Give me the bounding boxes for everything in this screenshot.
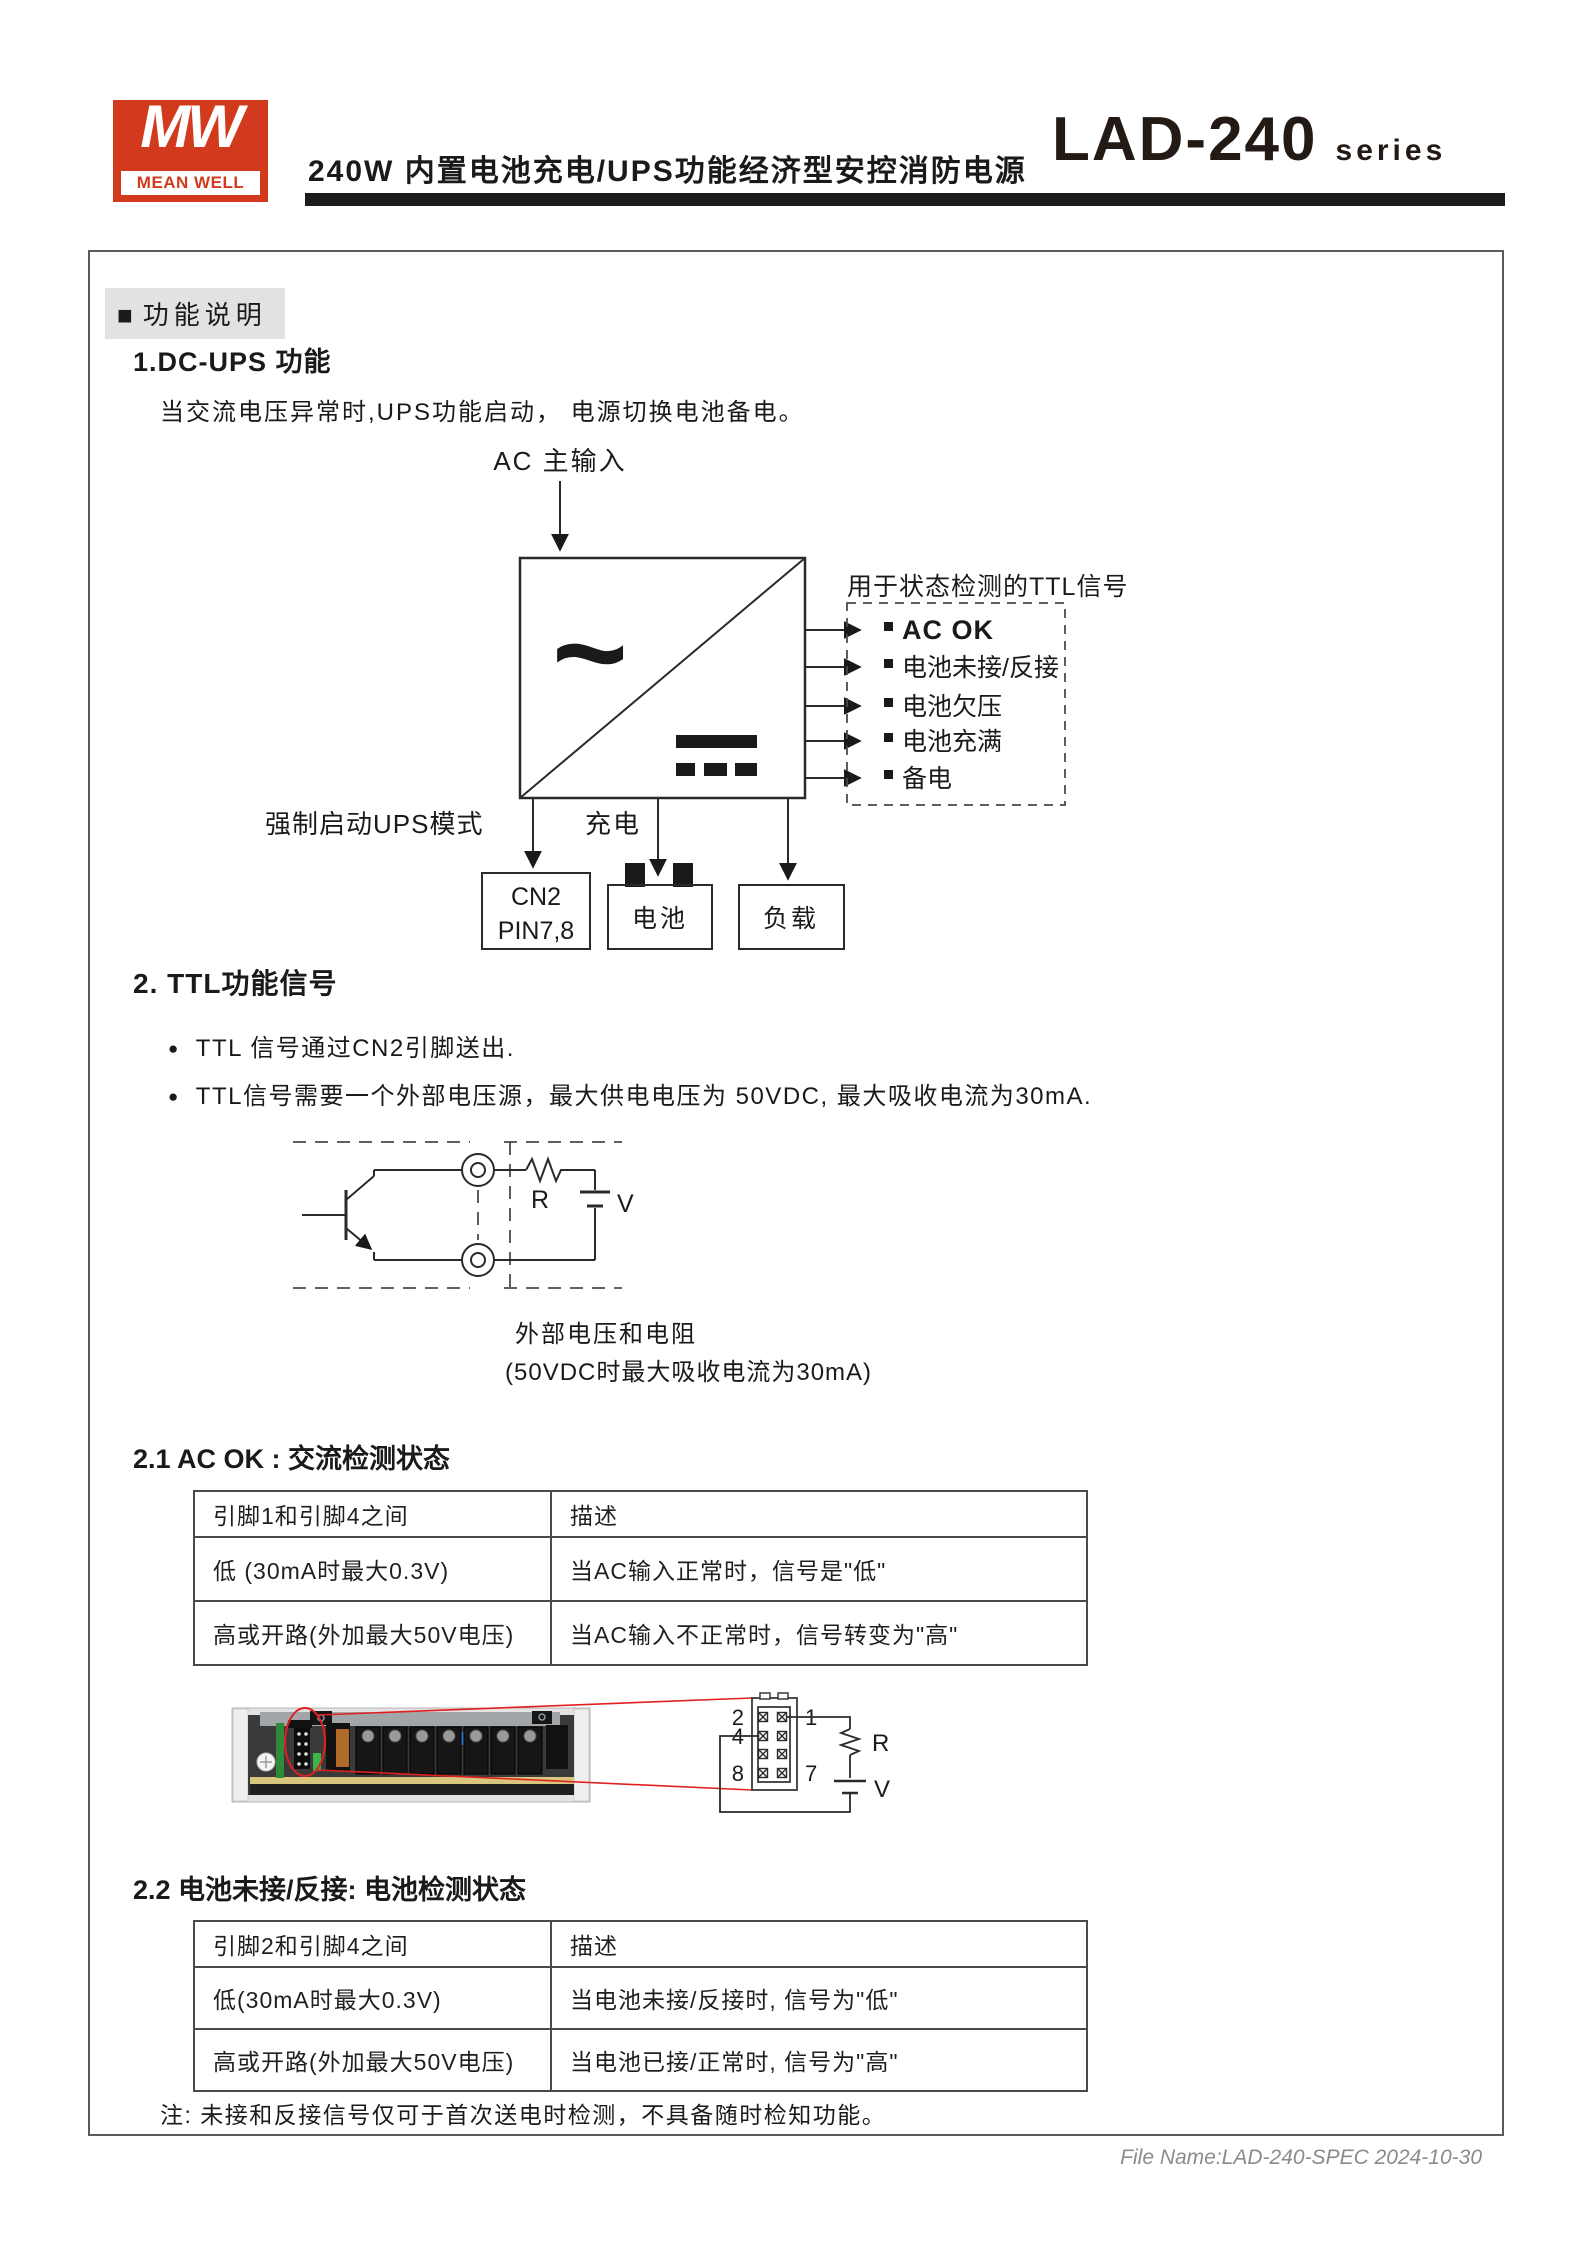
load-box: [738, 884, 845, 950]
terminal-blocks: [355, 1726, 543, 1775]
ac-input-label: AC 主输入: [493, 446, 626, 476]
logo-mw-icon: MW: [140, 93, 244, 160]
circuit-caption-2: (50VDC时最大吸收电流为30mA): [505, 1359, 872, 1386]
cn2-box: [481, 872, 591, 950]
battery-label: 电池: [632, 905, 688, 933]
table-header-cell: 描述: [550, 1490, 1088, 1538]
charge-label: 充电: [585, 809, 641, 839]
dcups-block-diagram: AC 主输入 ~ 用于状态检测的TTL信号 AC OK 电池未接/反接: [265, 446, 1128, 950]
table-cell: 低 (30mA时最大0.3V): [193, 1536, 552, 1602]
function-description-heading: ■ 功能说明: [105, 288, 285, 339]
psu-photo: [231, 1707, 591, 1803]
pinout-circuit-wires: [719, 1716, 866, 1813]
bottom-arrows: [524, 798, 797, 881]
connector-terminal-icons: [461, 1153, 495, 1277]
ttl-dashed-box: [846, 602, 1066, 806]
ttl-item-battery-low: 电池欠压: [902, 693, 1002, 721]
battery-box: 电池: [607, 863, 713, 950]
ttl-signal-list: AC OK 电池未接/反接 电池欠压 电池充满 备电: [884, 615, 1059, 793]
battery-detect-table: 引脚2和引脚4之间 描述 低(30mA时最大0.3V) 当电池未接/反接时, 信…: [193, 1920, 1088, 2092]
circuit-dashed-boundaries: [293, 1141, 622, 1289]
logo-brand-name: MEAN WELL: [121, 171, 260, 195]
series-label: series: [1335, 134, 1447, 167]
bullet-2-text: TTL信号需要一个外部电压源，最大供电电压为 50VDC, 最大吸收电流为30m…: [195, 1083, 1093, 1110]
header-rule: [305, 193, 1505, 206]
circuit-caption-1: 外部电压和电阻: [515, 1321, 697, 1348]
series-title: LAD-240 series: [1052, 104, 1446, 175]
pin-grid: [757, 1711, 788, 1779]
section2-bullet-2: ● TTL信号需要一个外部电压源，最大供电电压为 50VDC, 最大吸收电流为30…: [168, 1076, 1092, 1111]
ttl-output-arrows: [805, 621, 862, 787]
voltage-label: V: [617, 1190, 634, 1218]
bullet-dot-icon: ●: [168, 1087, 180, 1106]
section22-heading: 2.2 电池未接/反接: 电池检测状态: [133, 1875, 527, 1905]
table-header-row: 引脚1和引脚4之间 描述: [193, 1490, 1088, 1538]
table-header-row: 引脚2和引脚4之间 描述: [193, 1920, 1088, 1968]
ttl-circuit-diagram: R V 外部电压和电阻 (50VDC时最大吸收电流为30mA): [293, 1141, 872, 1386]
converter-box: [518, 556, 807, 800]
section1-paragraph: 当交流电压异常时,UPS功能启动， 电源切换电池备电。: [160, 399, 805, 426]
table-cell: 当AC输入正常时，信号是"低": [550, 1536, 1088, 1602]
table-row: 高或开路(外加最大50V电压) 当电池已接/正常时, 信号为"高": [193, 2028, 1088, 2092]
converter-diagonal: [519, 557, 806, 799]
table-row: 低 (30mA时最大0.3V) 当AC输入正常时，信号是"低": [193, 1536, 1088, 1602]
pin-8-label: 8: [732, 1761, 744, 1786]
dc-symbol: [676, 735, 757, 776]
circuit-wires: [374, 1156, 610, 1261]
ttl-item-ac-ok: AC OK: [902, 615, 994, 645]
square-bullet-icon: ■: [117, 300, 133, 330]
page-title: 240W 内置电池充电/UPS功能经济型安控消防电源: [308, 155, 1027, 188]
cn2-callout: [284, 1697, 753, 1791]
ttl-status-label: 用于状态检测的TTL信号: [847, 573, 1128, 601]
transistor-icon: [302, 1170, 375, 1260]
table-cell: 高或开路(外加最大50V电压): [193, 1600, 552, 1666]
pin-2-label: 2: [732, 1705, 744, 1730]
bullet-1-text: TTL 信号通过CN2引脚送出.: [195, 1035, 515, 1062]
section21-heading: 2.1 AC OK : 交流检测状态: [133, 1444, 451, 1474]
table-cell: 当电池已接/正常时, 信号为"高": [550, 2028, 1088, 2092]
table-row: 高或开路(外加最大50V电压) 当AC输入不正常时，信号转变为"高": [193, 1600, 1088, 1666]
table-cell: 高或开路(外加最大50V电压): [193, 2028, 552, 2092]
ttl-item-battery-full: 电池充满: [902, 728, 1002, 756]
table-cell: 当电池未接/反接时, 信号为"低": [550, 1966, 1088, 2030]
section22-note: 注: 未接和反接信号仅可于首次送电时检测，不具备随时检知功能。: [160, 2102, 887, 2128]
force-ups-label: 强制启动UPS模式: [265, 809, 483, 839]
table-header-cell: 引脚2和引脚4之间: [193, 1920, 552, 1968]
resistor-label: R: [531, 1186, 549, 1214]
function-description-label: 功能说明: [142, 300, 267, 330]
ttl-item-battery-open: 电池未接/反接: [902, 654, 1059, 682]
section2-bullet-1: ● TTL 信号通过CN2引脚送出.: [168, 1028, 515, 1063]
cn2-pinout-diagram: 2 4 8 1 7 R V: [719, 1692, 890, 1813]
pinout-voltage-label: V: [874, 1776, 890, 1803]
pin-7-label: 7: [805, 1761, 817, 1786]
pinout-resistor-label: R: [872, 1730, 889, 1757]
ac-ok-table: 引脚1和引脚4之间 描述 低 (30mA时最大0.3V) 当AC输入正常时，信号…: [193, 1490, 1088, 1666]
footer-file-info: File Name:LAD-240-SPEC 2024-10-30: [1120, 2146, 1482, 2169]
psu-photo-and-pinout: 2 4 8 1 7 R V: [231, 1692, 890, 1813]
table-row: 低(30mA时最大0.3V) 当电池未接/反接时, 信号为"低": [193, 1966, 1088, 2030]
section1-heading: 1.DC-UPS 功能: [133, 347, 332, 377]
load-label: 负载: [763, 905, 819, 933]
model-name: LAD-240: [1052, 105, 1318, 174]
ac-symbol: ~: [552, 579, 628, 725]
bullet-dot-icon: ●: [168, 1039, 180, 1058]
section2-heading: 2. TTL功能信号: [133, 968, 338, 999]
table-cell: 低(30mA时最大0.3V): [193, 1966, 552, 2030]
cn2-label-line1: CN2: [511, 883, 561, 911]
table-cell: 当AC输入不正常时，信号转变为"高": [550, 1600, 1088, 1666]
ttl-item-backup: 备电: [902, 765, 952, 793]
table-header-cell: 引脚1和引脚4之间: [193, 1490, 552, 1538]
table-header-cell: 描述: [550, 1920, 1088, 1968]
cn2-label-line2: PIN7,8: [498, 917, 574, 945]
meanwell-logo: MW MEAN WELL: [113, 93, 268, 202]
